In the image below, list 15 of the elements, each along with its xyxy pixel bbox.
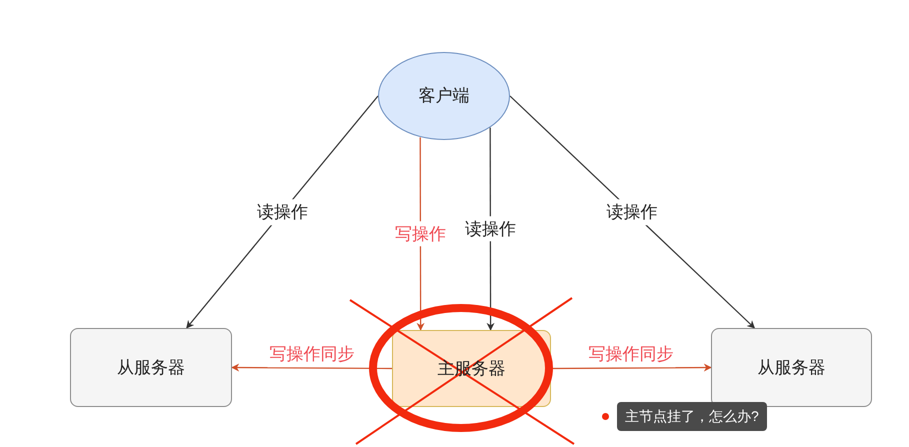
node-label: 客户端 — [418, 85, 470, 108]
node-label: 从服务器 — [117, 356, 185, 379]
comment-bubble: 主节点挂了，怎么办? — [617, 402, 767, 431]
edge-label: 读操作 — [254, 199, 310, 225]
arrow — [186, 96, 378, 329]
server-box — [392, 330, 551, 407]
arrow — [231, 364, 392, 372]
server-box — [70, 328, 232, 407]
edge-label: 写操作 — [392, 220, 448, 246]
node-label: 从服务器 — [758, 356, 826, 379]
edge-label: 读操作 — [604, 199, 660, 225]
edge-label: 读操作 — [462, 216, 518, 242]
server-box — [711, 328, 872, 407]
arrow — [510, 96, 756, 329]
arrow — [551, 364, 712, 372]
